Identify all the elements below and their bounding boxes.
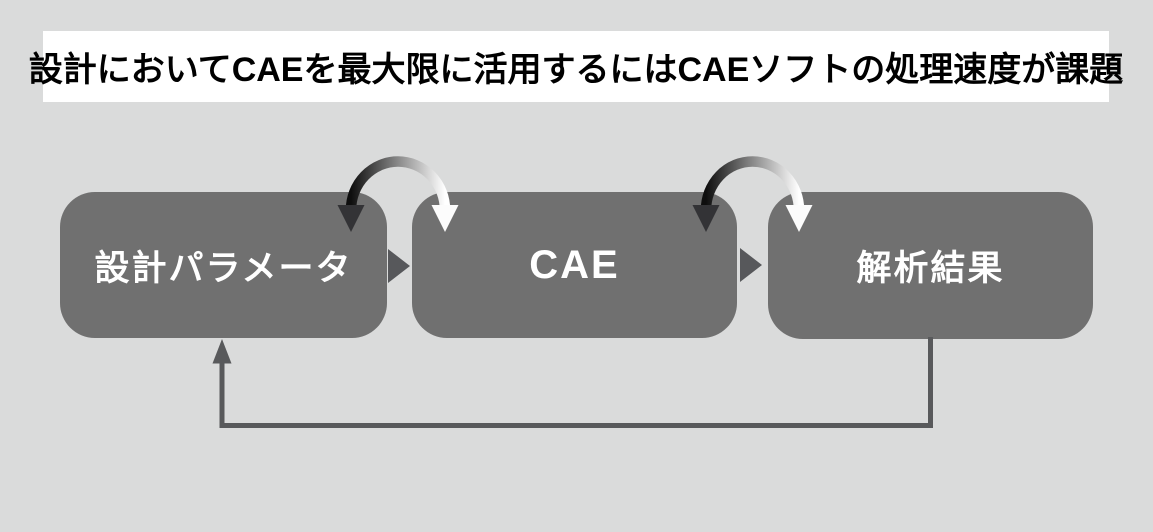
node-cae-label: CAE [529, 242, 620, 287]
node-cae: CAE [412, 192, 737, 338]
title-banner: 設計においてCAEを最大限に活用するにはCAEソフトの処理速度が課題 [29, 31, 1123, 102]
feedback-line [219, 337, 933, 428]
page-title: 設計においてCAEを最大限に活用するにはCAEソフトの処理速度が課題 [28, 51, 1124, 89]
node-analysis-results-label: 解析結果 [856, 249, 1005, 288]
feedback-arrow-results-to-design-icon [212, 337, 933, 428]
feedback-arrow-head-icon [212, 339, 232, 364]
flow-arrow-cae-to-results-icon [740, 248, 762, 282]
node-design-parameters-label: 設計パラメータ [94, 248, 353, 288]
node-design-parameters: 設計パラメータ [60, 192, 387, 338]
flow-arrow-design-to-cae-icon [388, 249, 410, 283]
node-analysis-results: 解析結果 [768, 192, 1093, 339]
